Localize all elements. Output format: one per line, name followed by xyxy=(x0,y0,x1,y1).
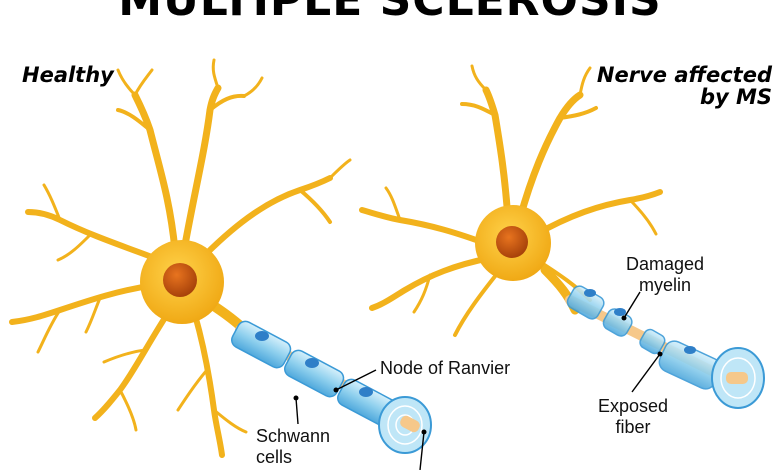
page-title: MULTIPLE SCLEROSIS xyxy=(118,0,662,26)
affected-label-line2: by MS xyxy=(699,85,772,110)
healthy-axon xyxy=(231,320,432,454)
healthy-nucleus xyxy=(163,263,197,297)
schwann-cells-label: Schwann cells xyxy=(256,426,330,467)
damaged-line2: myelin xyxy=(639,274,692,295)
healthy-panel-label: Healthy xyxy=(22,64,114,86)
exposed-fiber-label: Exposed fiber xyxy=(598,396,668,437)
healthy-myelin-sheath xyxy=(231,320,398,427)
affected-nucleus xyxy=(496,226,528,258)
damaged-myelin-label: Damaged myelin xyxy=(626,254,704,295)
affected-label-line1: Nerve affected xyxy=(596,63,772,87)
schwann-line2: cells xyxy=(256,446,293,467)
schwann-line1: Schwann xyxy=(256,426,331,446)
exposed-line1: Exposed xyxy=(598,396,669,416)
healthy-label-text: Healthy xyxy=(22,63,114,87)
pointer-lines xyxy=(293,291,663,470)
exposed-line2: fiber xyxy=(615,416,651,437)
damaged-myelin-sheath xyxy=(566,285,722,390)
affected-axon xyxy=(565,285,765,409)
node-of-ranvier-label: Node of Ranvier xyxy=(380,358,511,378)
affected-panel-label: Nerve affected by MS xyxy=(597,64,772,109)
damaged-line1: Damaged xyxy=(626,254,705,274)
affected-neuron xyxy=(359,64,663,337)
healthy-neuron xyxy=(9,58,352,458)
